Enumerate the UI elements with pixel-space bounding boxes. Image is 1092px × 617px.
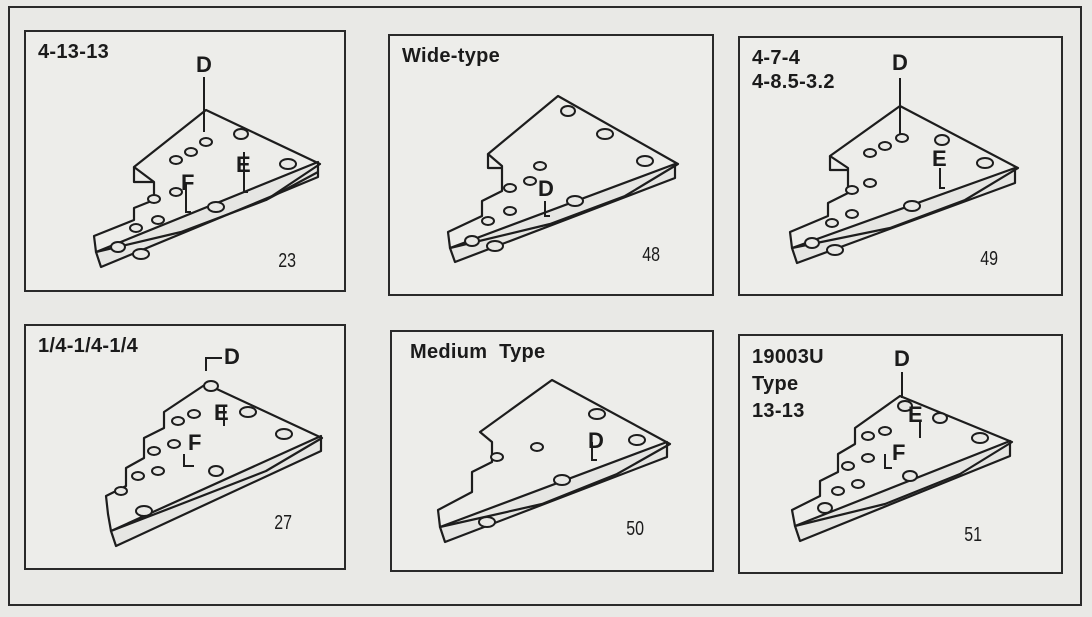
foot-drawing [104,357,324,548]
foot-drawing [790,372,1014,543]
label-e: E [236,152,251,177]
panel-medium-type: Medium Type D 50 [390,330,714,572]
foot-drawing [446,94,680,264]
part-number: 51 [964,524,983,546]
label-e: E [214,400,229,425]
label-d: D [224,344,240,369]
label-e: E [932,146,947,171]
panel-title: 1/4-1/4-1/4 [38,335,139,357]
foot-drawing [436,378,672,544]
panel-4-7-4: 4-7-4 4-8.5-3.2 D E 49 [738,36,1063,296]
part-number: 27 [274,512,293,534]
panel-1-4-1-4-1-4: 1/4-1/4-1/4 D E F 27 [24,324,346,570]
foot-drawing [788,78,1020,265]
panel-title: 4-13-13 [38,41,110,63]
panel-19003u-type-13-13: 19003U Type 13-13 D E F 51 [738,334,1063,574]
diagram-frame [8,6,1082,606]
label-d: D [892,50,908,75]
label-e: E [908,402,923,427]
label-d: D [894,346,910,371]
part-number: 23 [278,250,297,272]
panel-title: Wide-type [402,45,501,67]
part-number: 49 [980,248,999,270]
foot-drawing [92,77,322,269]
label-d: D [196,52,212,77]
label-f: F [892,440,906,465]
label-f: F [181,170,195,195]
panel-title: Medium Type [410,341,546,363]
panel-4-13-13: 4-13-13 D E F 23 [24,30,346,292]
part-number: 50 [626,518,645,540]
panel-wide-type: Wide-type D 48 [388,34,714,296]
label-d: D [588,428,604,453]
part-number: 48 [642,244,661,266]
label-d: D [538,176,554,201]
panel-title: 19003U Type 13-13 [752,346,824,422]
panel-title: 4-7-4 4-8.5-3.2 [752,47,835,93]
label-f: F [188,430,202,455]
